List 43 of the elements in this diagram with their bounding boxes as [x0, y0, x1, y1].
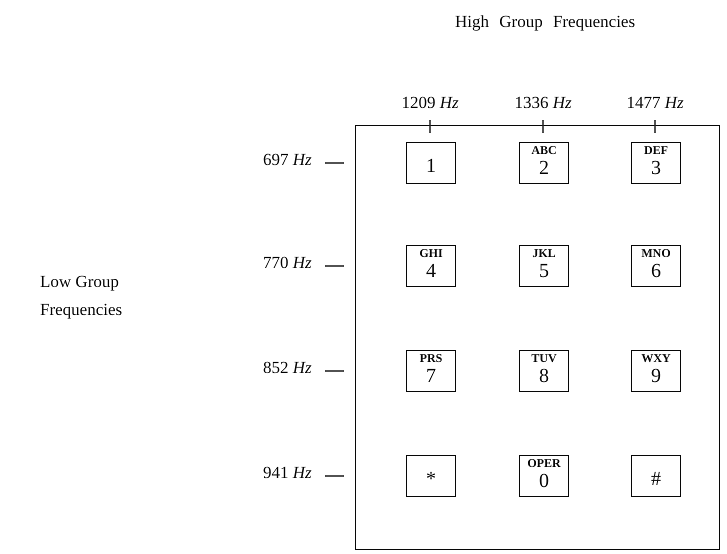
keypad-key: [631, 245, 681, 287]
keypad-key: [519, 142, 569, 184]
keypad-key: [406, 245, 456, 287]
keypad-key: [519, 245, 569, 287]
keypad-key: [406, 142, 456, 184]
key-digit: 2: [538, 157, 550, 179]
keypad-key: [519, 350, 569, 392]
frequency-label: 1336 Hz: [514, 93, 572, 113]
key-digit: 6: [650, 260, 662, 282]
key-digit: 7: [425, 365, 437, 387]
keypad-key: [631, 350, 681, 392]
frequency-label: 941 Hz: [263, 463, 312, 483]
key-digit: 9: [650, 365, 662, 387]
key-letters: ABC: [530, 144, 558, 157]
key-letters: GHI: [418, 247, 444, 260]
keypad-key: [406, 350, 456, 392]
key-digit: 0: [538, 470, 550, 492]
key-digit: *: [425, 468, 437, 490]
keypad-key: [519, 455, 569, 497]
key-letters: PRS: [418, 352, 444, 365]
frequency-label: 852 Hz: [263, 358, 312, 378]
key-digit: 3: [650, 157, 662, 179]
keypad-key: [631, 455, 681, 497]
keypad-panel: [355, 125, 720, 550]
key-digit: 5: [538, 260, 550, 282]
frequency-label: 1209 Hz: [402, 93, 459, 113]
keypad-key: [406, 455, 456, 497]
keypad-key: [631, 142, 681, 184]
key-digit: 1: [425, 155, 437, 177]
frequency-label: 770 Hz: [263, 253, 312, 273]
axis-title: Low Group Frequencies: [40, 271, 122, 321]
key-letters: OPER: [526, 457, 562, 470]
axis-title: High Group Frequencies: [455, 12, 636, 32]
key-letters: WXY: [640, 352, 672, 365]
key-letters: MNO: [640, 247, 672, 260]
frequency-label: 1477 Hz: [626, 93, 684, 113]
key-letters: JKL: [531, 247, 557, 260]
key-letters: TUV: [530, 352, 558, 365]
key-letters: DEF: [643, 144, 669, 157]
key-digit: #: [650, 468, 662, 490]
frequency-label: 697 Hz: [263, 150, 312, 170]
key-digit: 4: [425, 260, 437, 282]
key-digit: 8: [538, 365, 550, 387]
